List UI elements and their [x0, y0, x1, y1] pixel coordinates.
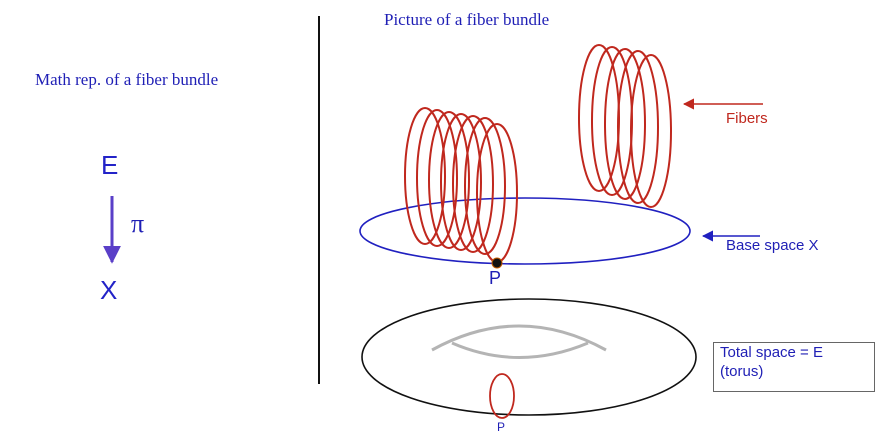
- fiber-group-left: [404, 107, 518, 263]
- symbol-e: E: [101, 150, 119, 180]
- torus-point-label: P: [497, 420, 506, 434]
- torus-inner-lower: [451, 341, 589, 359]
- picture-title: Picture of a fiber bundle: [384, 10, 550, 29]
- math-rep-title: Math rep. of a fiber bundle: [35, 70, 219, 89]
- base-space-label: Base space X: [726, 237, 819, 254]
- point-p-label: P: [489, 268, 502, 288]
- symbol-x: X: [100, 275, 118, 305]
- torus-fiber: [489, 373, 515, 419]
- symbol-pi: π: [131, 209, 145, 238]
- torus-outline: [361, 298, 697, 416]
- total-space-line-1: Total space = E: [720, 344, 823, 361]
- point-p-marker: [492, 258, 502, 268]
- fibers-label: Fibers: [726, 110, 768, 127]
- torus-inner-upper: [431, 324, 607, 352]
- total-space-line-2: (torus): [720, 363, 764, 380]
- base-space-circle: [359, 197, 691, 265]
- fiber-group-right: [578, 44, 672, 208]
- total-space-box: Total space = E (torus): [713, 342, 875, 392]
